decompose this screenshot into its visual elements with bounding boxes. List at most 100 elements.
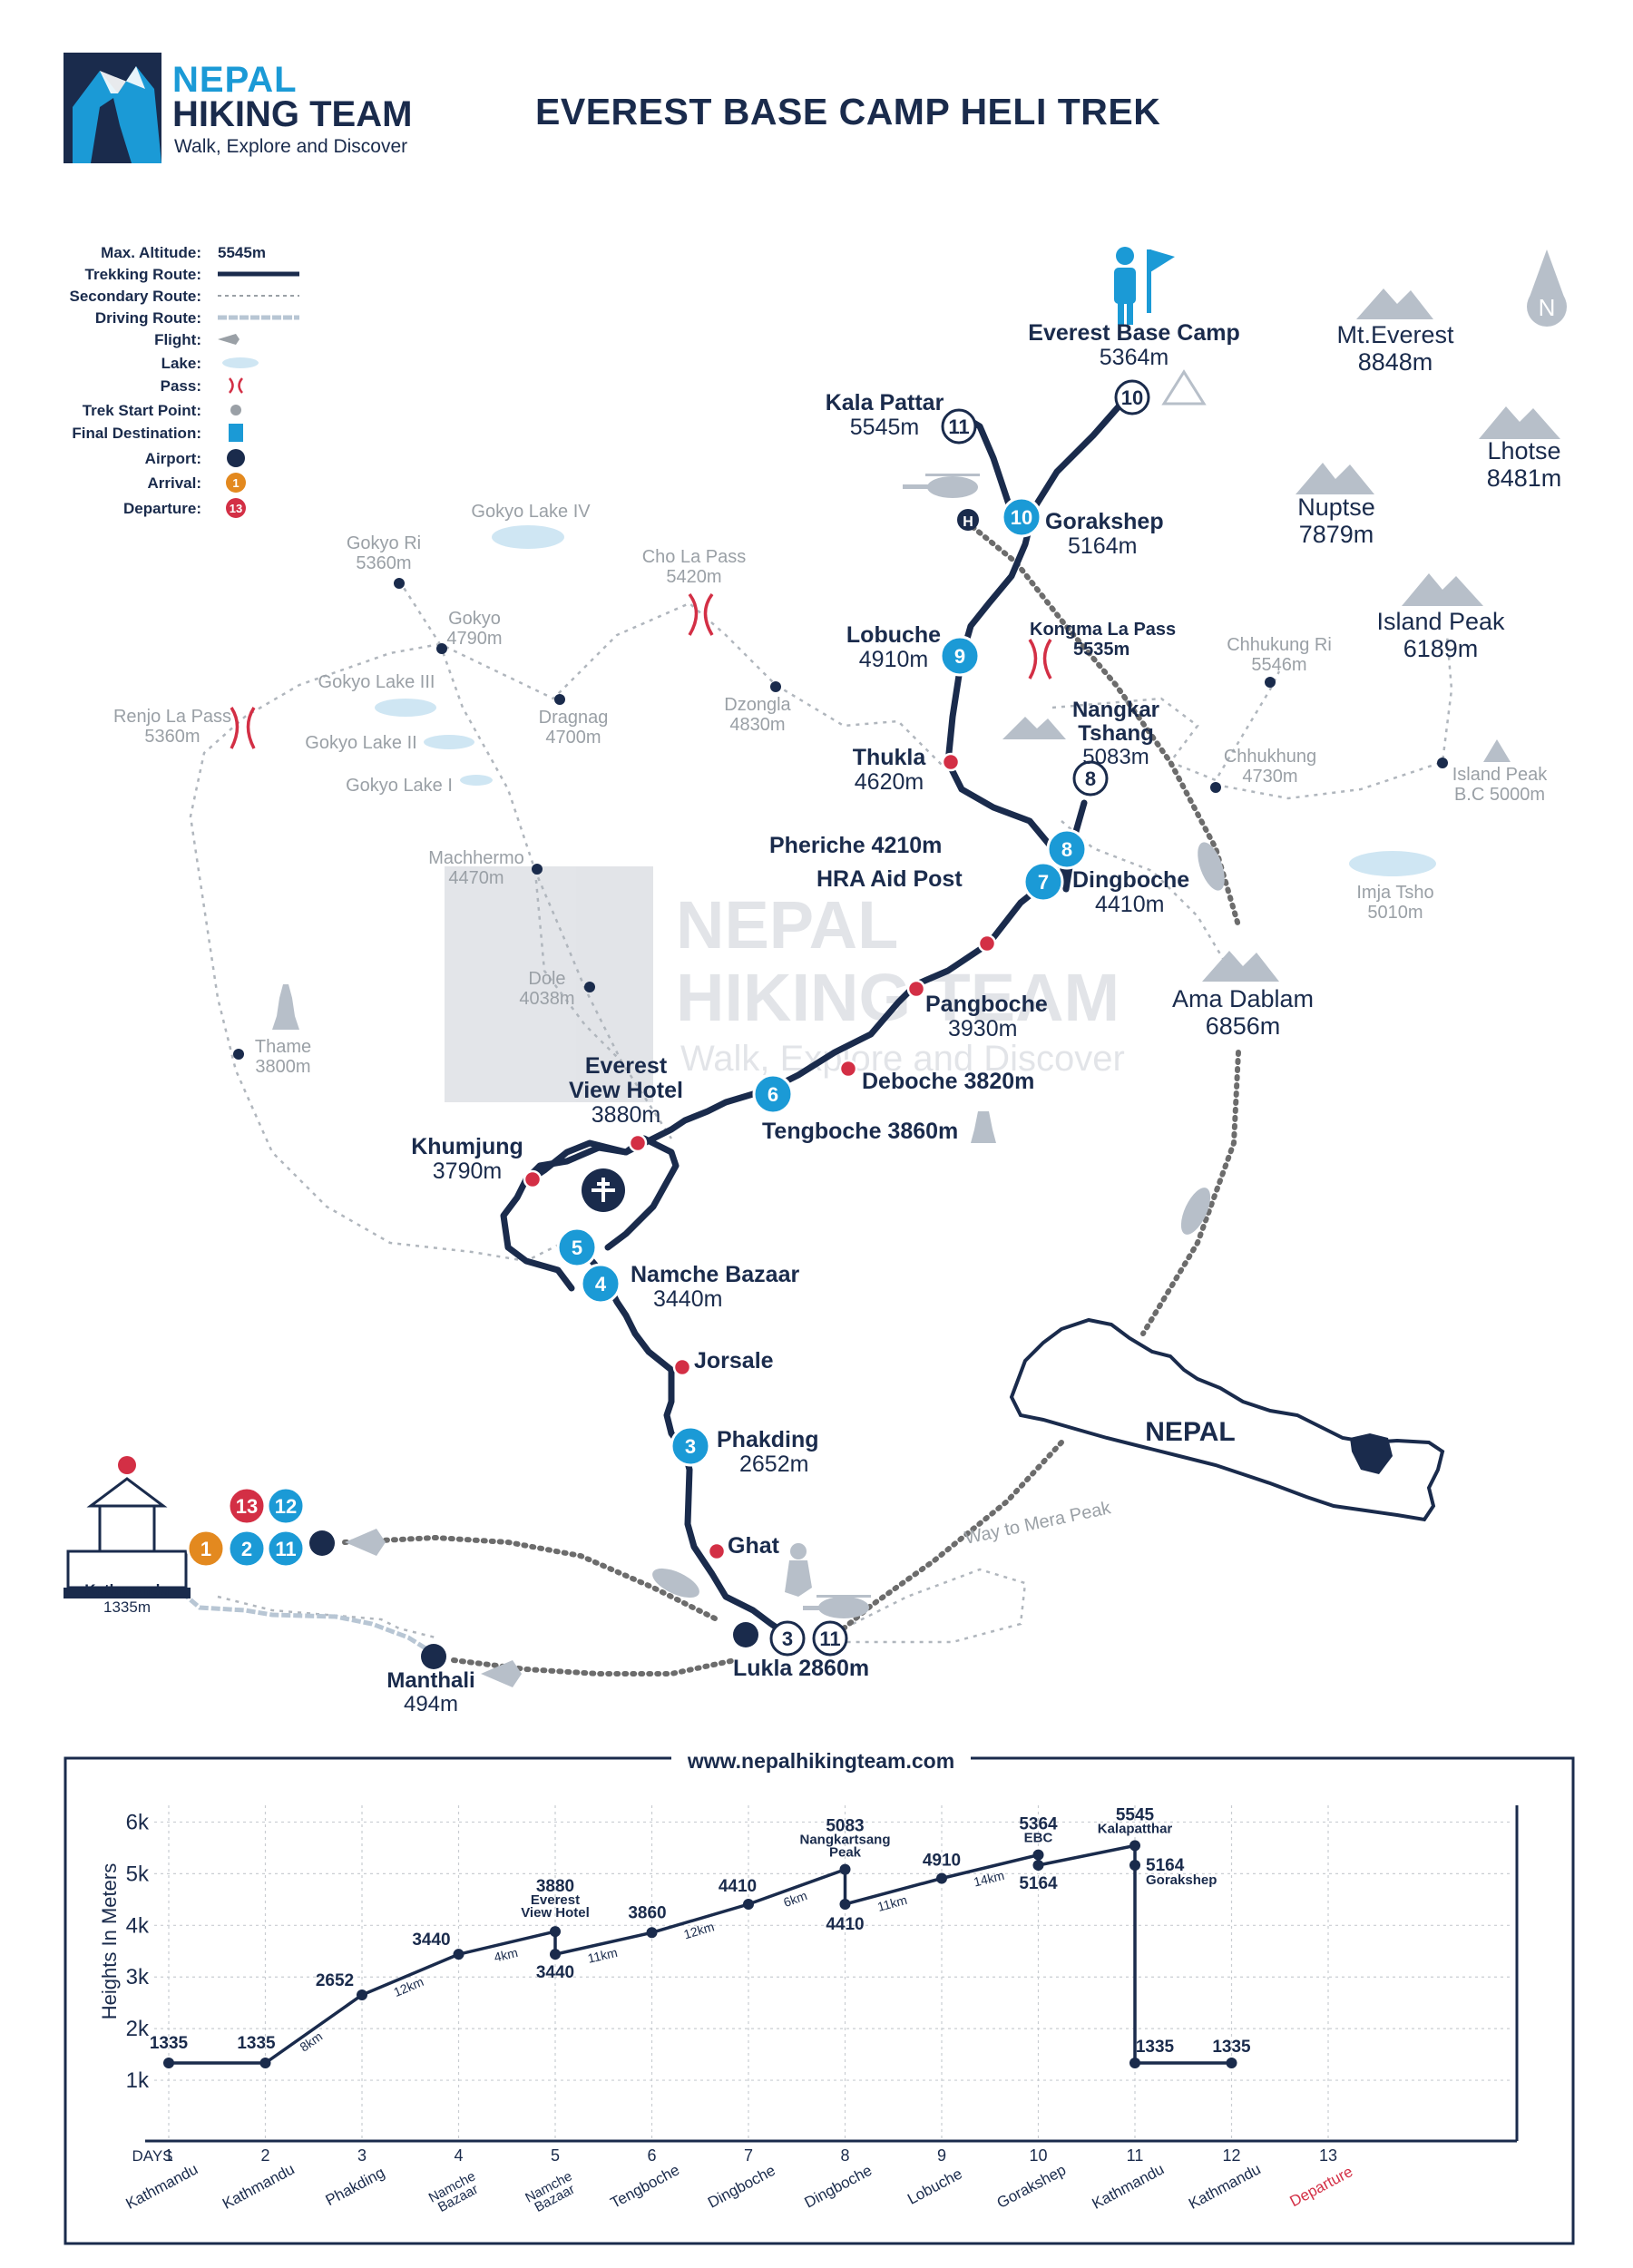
- place-label: 3800m: [255, 1057, 310, 1077]
- helicopter-icon: [1180, 1188, 1211, 1235]
- place-label: Jorsale: [694, 1348, 774, 1374]
- lake-icon: [222, 357, 259, 368]
- brand-name-line2: HIKING TEAM: [172, 94, 413, 134]
- place-label: 3790m: [433, 1158, 502, 1184]
- day-badge-label: 12: [275, 1495, 297, 1518]
- place-label: Chhukung Ri: [1227, 635, 1332, 655]
- secondary-dot: [436, 643, 447, 654]
- mountain-icon: [1296, 463, 1374, 494]
- day-badge: [1001, 496, 1042, 538]
- day-place-label: Phakding: [323, 2164, 388, 2209]
- day-place-label: Dingboche: [705, 2162, 778, 2212]
- stop-dot: [906, 979, 926, 999]
- place-label: Ama Dablam: [1172, 985, 1314, 1012]
- mountain-icon: [1002, 717, 1066, 739]
- place-label: HRA Aid Post: [816, 866, 963, 892]
- day-badge-label: 7: [1038, 871, 1049, 894]
- airport-icons: [309, 1168, 758, 1669]
- altitude-point: [453, 1949, 464, 1960]
- airport-icon: [227, 449, 245, 467]
- day-badge-label: 10: [1011, 506, 1032, 529]
- stop-dot: [838, 1059, 858, 1079]
- legend-label: Airport:: [145, 450, 201, 467]
- day-badge: [227, 1529, 267, 1569]
- day-place-text: Kathmandu: [220, 2160, 298, 2213]
- day-badge-label: 1: [200, 1538, 211, 1560]
- arrival-badge-label: 1: [232, 476, 239, 490]
- brand-logo: [64, 53, 161, 163]
- day-badge-label: 2: [241, 1538, 252, 1560]
- watermark-line2: HIKING TEAM: [676, 960, 1120, 1035]
- place-label: Lobuche: [846, 622, 941, 648]
- place-label: 5535m: [1073, 640, 1129, 660]
- day-badge: [1072, 760, 1109, 797]
- place-label: Namche Bazaar: [631, 1262, 799, 1287]
- place-label: 5360m: [144, 727, 200, 747]
- day-tick-label: 1: [164, 2146, 173, 2165]
- day-place-text: Kathmandu: [1090, 2160, 1168, 2213]
- hiker-logo-icon: [73, 66, 161, 163]
- place-label: 4410m: [1095, 892, 1164, 917]
- day-place-text: Dingboche: [705, 2162, 778, 2212]
- legend-label: Trek Start Point:: [83, 402, 201, 419]
- day-tick-label: 13: [1319, 2146, 1337, 2165]
- altitude-point-label: 3880: [536, 1877, 574, 1896]
- y-tick-label: 1k: [126, 2068, 150, 2093]
- lake-icon: [460, 775, 493, 786]
- day-badge: [227, 1486, 267, 1526]
- airport-glyph: [592, 1178, 615, 1202]
- altitude-point-label: Everest: [531, 1892, 580, 1908]
- secondary-dot: [1265, 677, 1276, 688]
- x-axis-label: DAYS: [132, 2147, 172, 2165]
- day-tick-label: 10: [1029, 2146, 1047, 2165]
- day-tick-label: 2: [260, 2146, 269, 2165]
- day-place-text: Kathmandu: [1186, 2160, 1264, 2213]
- day-place-label: Kathmandu: [1090, 2160, 1168, 2213]
- stop-dot: [977, 934, 997, 953]
- day-place-text: Departure: [1287, 2163, 1356, 2210]
- place-label: Renjo La Pass: [113, 707, 231, 727]
- altitude-point: [1129, 2058, 1140, 2069]
- place-label: Pheriche 4210m: [769, 833, 942, 858]
- place-label: Tshang: [1078, 721, 1154, 746]
- departure-badge-label: 13: [230, 502, 242, 515]
- driving-route: [180, 1590, 446, 1663]
- day-badge: [556, 1227, 598, 1268]
- place-label: Kongma La Pass: [1030, 620, 1176, 640]
- place-label: B.C 5000m: [1454, 785, 1545, 805]
- chart-header-bg: [671, 1745, 971, 1773]
- pass-icons: [230, 592, 1052, 749]
- place-label: Imja Tsho: [1356, 883, 1433, 903]
- day-place-text: Gorakshep: [994, 2161, 1069, 2212]
- altitude-point-label: 1335: [150, 2034, 189, 2053]
- legend-label: Arrival:: [147, 474, 201, 492]
- chart-grid: 1k2k3k4k5k6k1Kathmandu2Kathmandu3Phakdin…: [123, 1805, 1519, 2215]
- lake-icon: [375, 699, 436, 717]
- altitude-point-label: 1335: [1212, 2038, 1251, 2057]
- place-label: 4910m: [859, 647, 928, 672]
- plane-icons: [345, 1529, 522, 1687]
- day-place-text: Kathmandu: [123, 2160, 201, 2213]
- day-place-label: Kathmandu: [123, 2160, 201, 2213]
- day-badge: [1022, 861, 1064, 903]
- day-badge: [1046, 828, 1088, 870]
- place-label: Pangboche: [925, 992, 1048, 1017]
- stop-dot: [672, 1357, 692, 1377]
- distance-label: 11km: [586, 1945, 619, 1966]
- altitude-line: [169, 1843, 1232, 2065]
- day-badge: [266, 1529, 306, 1569]
- altitude-point: [163, 2058, 174, 2069]
- place-label: 3930m: [948, 1016, 1017, 1041]
- day-badge-label: 3: [685, 1435, 696, 1458]
- helicopter-icon: [652, 1568, 699, 1598]
- place-label: Gokyo Lake I: [346, 776, 453, 796]
- day-place-label: Kathmandu: [220, 2160, 298, 2213]
- place-label: 4830m: [729, 715, 785, 735]
- place-label: 5546m: [1251, 655, 1306, 675]
- place-label: 4790m: [446, 629, 502, 649]
- place-label: 6189m: [1403, 635, 1479, 662]
- day-place-text: Phakding: [323, 2164, 388, 2209]
- day-badge-label: 6: [768, 1083, 778, 1106]
